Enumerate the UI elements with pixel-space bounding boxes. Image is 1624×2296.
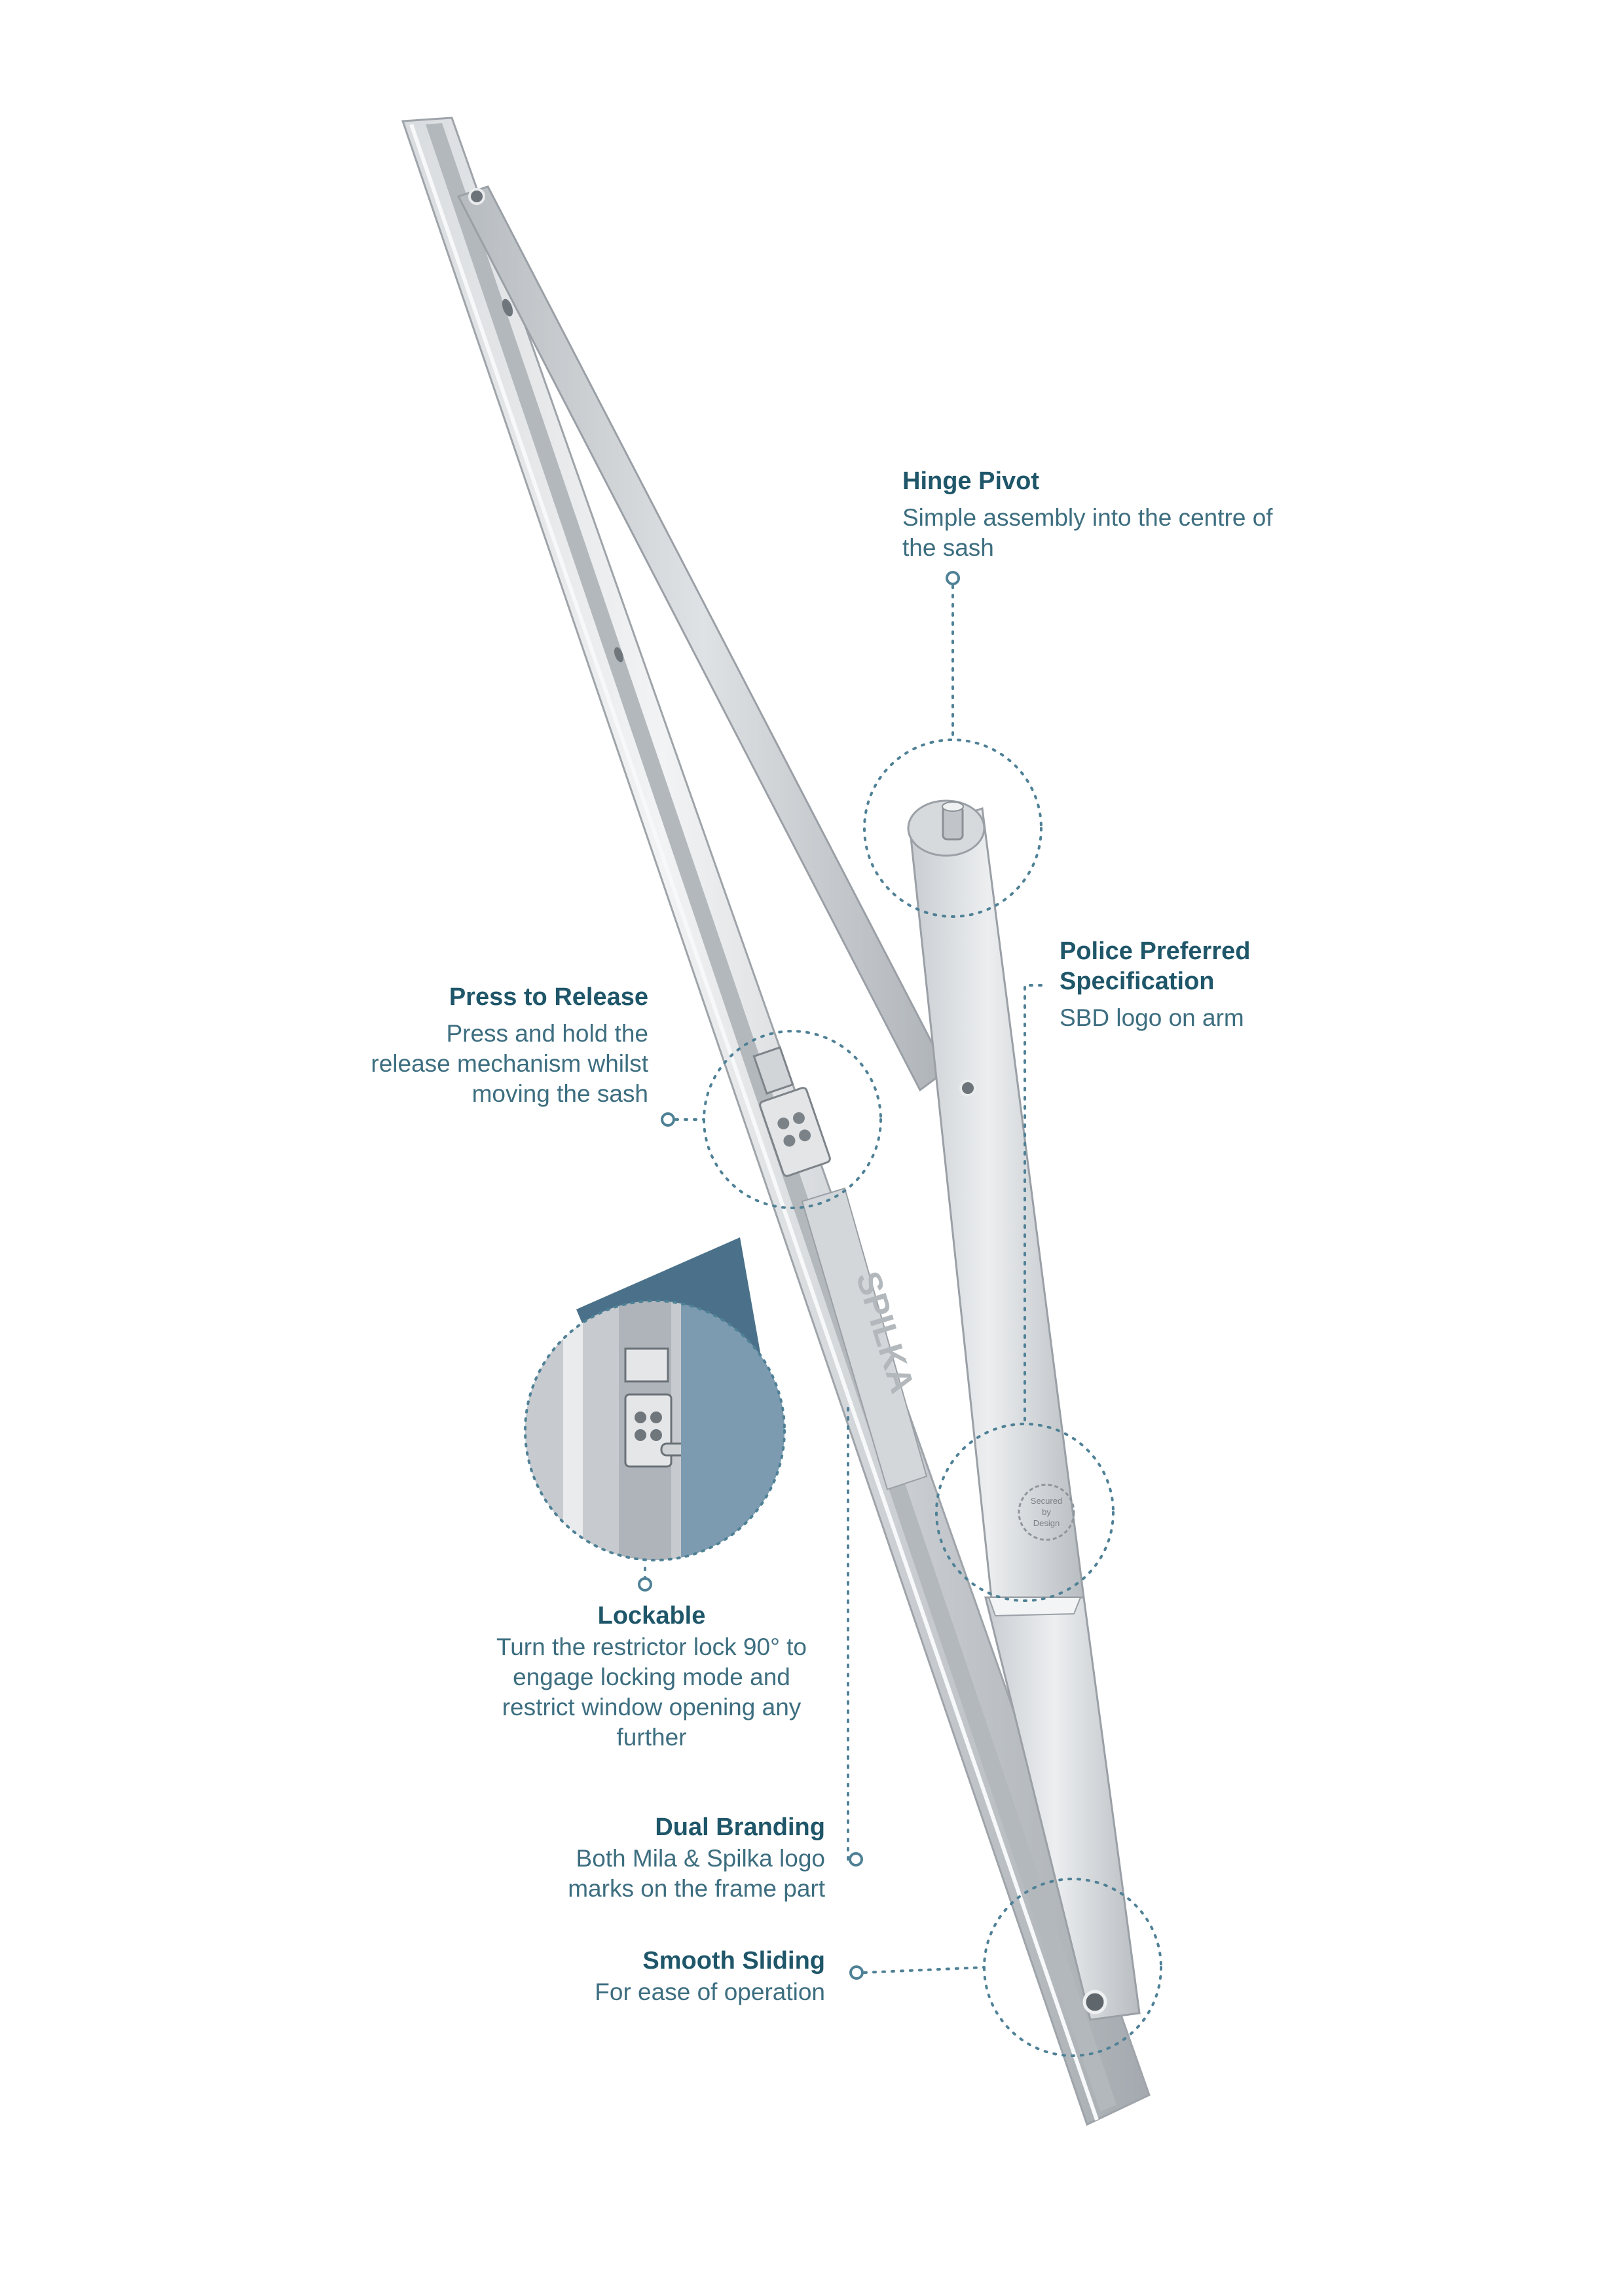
lockable-desc-line: engage locking mode and [513,1664,790,1690]
svg-text:Secured: Secured [1031,1496,1062,1506]
lockable-desc: Turn the restrictor lock 90° to engage l… [452,1632,851,1753]
dual-branding-title: Dual Branding [655,1813,825,1841]
lockable-title: Lockable [597,1602,706,1630]
dual-branding-desc-line: marks on the frame part [568,1875,825,1902]
svg-text:by: by [1042,1507,1051,1517]
inset-detail [525,1301,784,1560]
branding-plate [801,1187,928,1491]
hinge-pivot-title: Hinge Pivot [902,467,1040,495]
press-to-release-desc-line: moving the sash [471,1080,648,1107]
press-to-release-desc-line: Press and hold the [446,1020,648,1047]
dual-branding-desc: Both Mila & Spilka logo marks on the fra… [458,1844,825,1904]
hinge-pivot-pin-cap [942,801,964,812]
press-to-release-desc-line: release mechanism whilst [371,1050,648,1077]
hinge-pivot-desc-line: Simple assembly into the centre of [902,504,1273,531]
press-to-release-desc: Press and hold the release mechanism whi… [314,1019,648,1109]
police-preferred-title-line: Specification [1060,968,1215,995]
leader-markers [638,571,960,1980]
callout-lockable: Lockable Turn the restrictor lock 90° to… [452,1601,851,1753]
svg-text:Design: Design [1033,1518,1060,1528]
inset-outline [524,1300,786,1561]
rail-hole [614,647,623,663]
police-preferred-title: Police Preferred Specification [1060,936,1426,996]
sash-arm-rivet [959,1080,976,1097]
smooth-sliding-title: Smooth Sliding [642,1947,825,1975]
hinge-pivot-desc-line: the sash [902,534,994,561]
dual-branding-desc-line: Both Mila & Spilka logo [576,1845,825,1872]
smooth-sliding-desc: For ease of operation [595,1978,825,2005]
sliding-arm-step [987,1597,1082,1617]
lockable-desc-line: restrict window opening any [502,1694,802,1721]
police-preferred-title-line: Police Preferred [1060,938,1251,965]
callout-smooth-sliding: Smooth Sliding For ease of operation [458,1946,825,2007]
frame-rail-highlight [409,124,1099,2121]
leader-lines [644,585,1043,1974]
callout-hinge-pivot: Hinge Pivot Simple assembly into the cen… [902,466,1361,563]
release-mechanism [759,1087,831,1177]
sbd-seal: Secured by Design [1018,1484,1075,1541]
top-rivet [468,188,485,205]
sbd-highlight [935,1423,1115,1602]
hinge-pivot-desc: Simple assembly into the centre of the s… [902,503,1361,563]
sash-arm [909,807,1085,1605]
slider-rivet [1082,1990,1107,2014]
police-preferred-desc: SBD logo on arm [1060,1004,1244,1031]
callout-police-preferred: Police Preferred Specification SBD logo … [1060,936,1426,1033]
press-to-release-title: Press to Release [449,983,648,1011]
callout-dual-branding: Dual Branding Both Mila & Spilka logo ma… [458,1812,825,1904]
hinge-pivot-highlight [863,738,1043,918]
release-button [752,1046,794,1095]
lockable-desc-line: further [616,1724,687,1751]
callout-press-to-release: Press to Release Press and hold the rele… [314,982,648,1109]
rail-hole [502,299,513,317]
lockable-desc-line: Turn the restrictor lock 90° to [496,1633,807,1660]
